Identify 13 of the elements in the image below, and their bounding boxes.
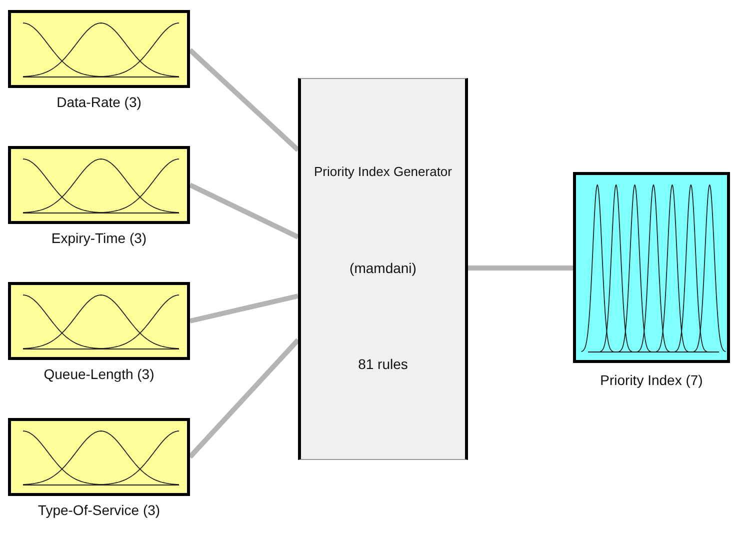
connector-line [189,294,299,324]
rule-count: 81 rules [357,356,409,372]
variable-label: Type-Of-Service (3) [36,502,162,518]
variable-label: Queue-Length (3) [42,366,156,382]
variable-label: Data-Rate (3) [56,94,142,110]
system-name: Priority Index Generator [312,164,453,179]
variable-label: Expiry-Time (3) [50,230,148,246]
variable-label: Priority Index (7) [599,372,704,388]
inference-type: (mamdani) [348,260,418,276]
connector-line [188,338,300,459]
connector-line [188,48,300,152]
connector-line [188,182,300,240]
connector-line [468,266,573,270]
